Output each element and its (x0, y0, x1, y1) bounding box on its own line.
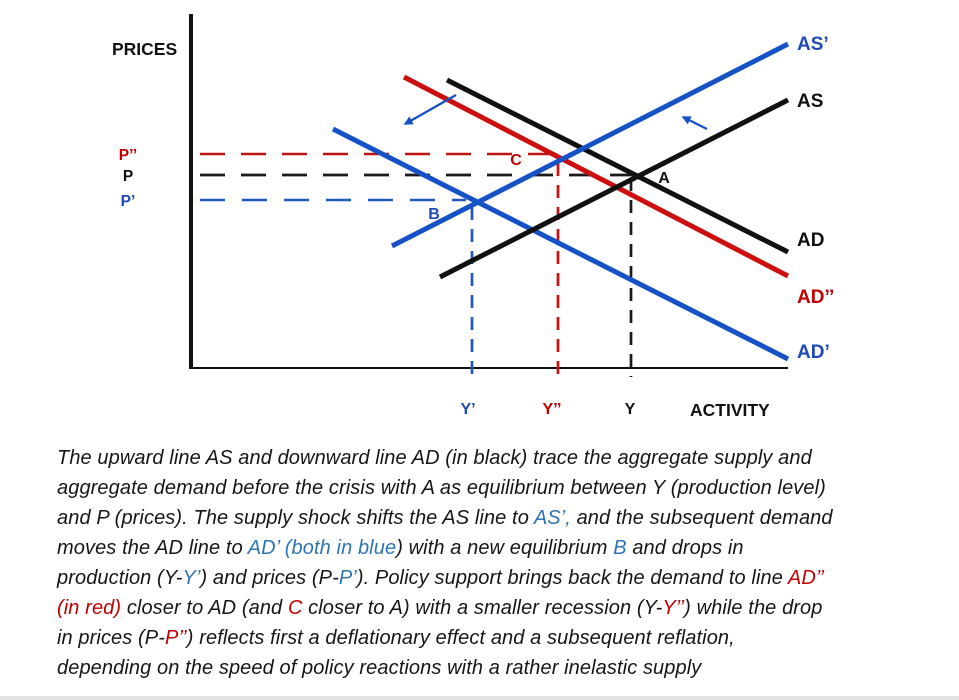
ad-prime-curve (331, 126, 790, 362)
caption-segment-red: C (287, 597, 303, 619)
caption-segment-red: P’’ (165, 627, 187, 649)
x-axis-title: ACTIVITY (690, 400, 770, 420)
caption-segment-black: in prices (P- (57, 627, 165, 649)
caption-segment-black: aggregate demand before the crisis with … (57, 477, 826, 499)
caption-segment-black: and P (prices). The supply shock shifts … (57, 507, 534, 529)
as-curve-label: AS (797, 91, 823, 112)
caption-line: aggregate demand before the crisis with … (57, 473, 937, 503)
shift-up-left-arrow (681, 115, 708, 131)
price-tick-p-double-prime: P’’ (119, 147, 137, 164)
caption-segment-red: Y’’ (662, 597, 685, 619)
caption-segment-red: AD’’ (787, 567, 825, 589)
qty-tick-y-double-prime: Y’’ (543, 401, 562, 418)
as-curve (438, 97, 790, 280)
explanation-paragraph: The upward line AS and downward line AD … (57, 443, 937, 683)
as-prime-curve (390, 41, 790, 249)
caption-line: production (Y-Y’) and prices (P-P’). Pol… (57, 563, 937, 593)
as-prime-curve-label: AS’ (797, 34, 829, 55)
caption-segment-blue: P’ (338, 567, 357, 589)
caption-line: (in red) closer to AD (and C closer to A… (57, 593, 937, 623)
point-c-label: C (510, 152, 522, 169)
ad-curve (445, 77, 790, 255)
caption-line: depending on the speed of policy reactio… (57, 653, 937, 683)
shift-left-arrow (403, 94, 457, 125)
caption-segment-black: closer to A) with a smaller recession (Y… (302, 597, 663, 619)
caption-line: moves the AD line to AD’ (both in blue) … (57, 533, 937, 563)
point-b-label: B (428, 206, 440, 223)
qty-tick-y-prime: Y’ (460, 401, 475, 418)
caption-line: in prices (P-P’’) reflects first a defla… (57, 623, 937, 653)
caption-segment-black: and the subsequent demand (570, 507, 833, 529)
caption-line: and P (prices). The supply shock shifts … (57, 503, 937, 533)
caption-segment-black: ) reflects first a deflationary effect a… (186, 627, 735, 649)
caption-segment-black: and drops in (626, 537, 744, 559)
caption-segment-black: depending on the speed of policy reactio… (57, 657, 702, 679)
ad-double-prime-curve (402, 74, 790, 279)
caption-segment-blue: AD’ (both in blue (247, 537, 397, 559)
caption-segment-black: The upward line AS and downward line AD … (57, 447, 812, 469)
ad-prime-curve-label: AD’ (797, 342, 830, 363)
caption-segment-black: ) while the drop (684, 597, 823, 619)
point-a-label: A (658, 170, 670, 187)
y-axis-title: PRICES (112, 39, 177, 59)
caption-segment-blue: AS’, (533, 507, 571, 529)
caption-line: The upward line AS and downward line AD … (57, 443, 937, 473)
ad-double-prime-curve-label: AD’’ (797, 287, 834, 308)
asad-diagram: PRICES ACTIVITY P’’ P P’ Y’ Y’’ Y A B C … (112, 14, 834, 420)
caption-segment-black: closer to AD (and (121, 597, 288, 619)
caption-segment-red: (in red) (57, 597, 122, 619)
caption-segment-black: production (Y- (57, 567, 183, 589)
caption-segment-black: moves the AD line to (57, 537, 248, 559)
price-tick-p-prime: P’ (121, 193, 136, 210)
caption-segment-blue: B (613, 537, 627, 559)
qty-tick-y: Y (625, 401, 636, 418)
caption-segment-black: ) and prices (P- (200, 567, 339, 589)
ad-curve-label: AD (797, 230, 824, 251)
price-tick-p: P (123, 168, 133, 185)
caption-segment-blue: Y’ (182, 567, 201, 589)
caption-segment-black: ). Policy support brings back the demand… (356, 567, 788, 589)
bottom-edge-strip (0, 696, 959, 700)
caption-segment-black: ) with a new equilibrium (396, 537, 614, 559)
